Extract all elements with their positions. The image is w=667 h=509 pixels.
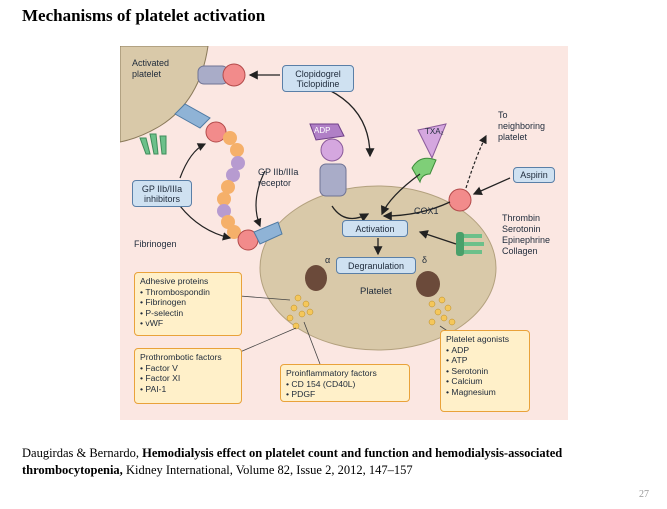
to-neighboring-label: To neighboring platelet xyxy=(498,110,546,142)
clopidogrel-box: Clopidogrel Ticlopidine xyxy=(282,65,354,92)
activation-box: Activation xyxy=(342,220,408,237)
page-number: 27 xyxy=(639,489,649,500)
gp-receptor-top-icon xyxy=(174,103,227,143)
proinflammatory-factors-box: Proinflammatory factors CD 154 (CD40L) P… xyxy=(280,364,410,402)
delta-release-particles xyxy=(428,296,456,326)
citation-title: Hemodialysis effect on platelet count an… xyxy=(22,446,563,477)
delta-label: δ xyxy=(422,255,428,265)
platelet-agonists-box: Platelet agonists ADP ATP Serotonin Calc… xyxy=(440,330,530,412)
adhesive-proteins-box: Adhesive proteins Thrombospondin Fibrino… xyxy=(134,272,242,336)
citation-authors: Daugirdas & Bernardo, xyxy=(22,446,143,460)
alpha-label: α xyxy=(325,255,331,265)
citation: Daugirdas & Bernardo, Hemodialysis effec… xyxy=(22,445,652,479)
platelet-label: Platelet xyxy=(360,286,392,297)
cox1-label: COX1 xyxy=(414,206,439,216)
txa2-icon xyxy=(417,123,447,160)
adp-label: ADP xyxy=(314,126,331,135)
prothrombotic-factors-box: Prothrombotic factors Factor V Factor XI… xyxy=(134,348,242,404)
activated-platelet-label: Activated platelet xyxy=(132,58,170,79)
delta-granule xyxy=(416,271,440,297)
platelet-activation-diagram: Activated platelet Clopidogrel Ticlopidi… xyxy=(120,46,568,420)
degranulation-box: Degranulation xyxy=(336,257,416,274)
gp-receptor-label: GP IIb/IIIa receptor xyxy=(258,167,299,188)
aspirin-box: Aspirin xyxy=(513,167,555,183)
slide-title: Mechanisms of platelet activation xyxy=(22,6,266,25)
clopidogrel-receptor-icon xyxy=(197,63,246,87)
agonist-list: Thrombin Serotonin Epinephrine Collagen xyxy=(502,213,551,256)
txa2-label: TXA₂ xyxy=(425,127,444,136)
citation-source: Kidney International, Volume 82, Issue 2… xyxy=(122,463,413,477)
green-receptor-icon xyxy=(139,133,167,155)
cox1-green-receptor-icon xyxy=(411,157,437,184)
gp-inhibitors-box: GP IIb/IIIa inhibitors xyxy=(132,180,192,207)
cox1-ball xyxy=(448,188,472,212)
alpha-granule xyxy=(305,265,327,291)
fibrinogen-label: Fibrinogen xyxy=(134,239,177,249)
fibrinogen-chain xyxy=(217,131,245,239)
thrombin-receptor-icon xyxy=(456,232,484,256)
alpha-release-particles xyxy=(286,294,314,330)
adp-receptor-icon xyxy=(309,123,347,197)
gp-receptor-bottom-icon xyxy=(237,221,283,251)
